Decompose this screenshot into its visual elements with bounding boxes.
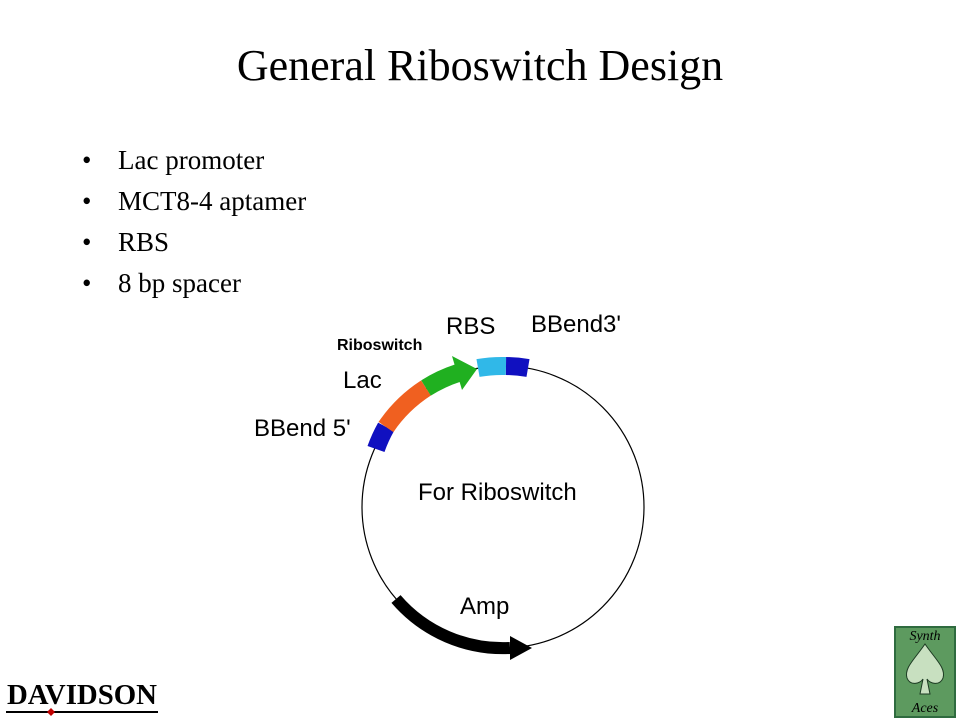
- bullet-item: • MCT8-4 aptamer: [82, 181, 306, 222]
- bullet-list: • Lac promoter • MCT8-4 aptamer • RBS • 8 bp…: [82, 140, 306, 304]
- bullet-text: 8 bp spacer: [118, 268, 241, 298]
- label-bbend3: BBend3': [531, 311, 621, 338]
- label-lac: Lac: [343, 367, 382, 394]
- label-bbend5: BBend 5': [254, 415, 351, 442]
- rbs-segment: [476, 356, 507, 377]
- center-label: For Riboswitch: [418, 479, 577, 506]
- bullet-icon: •: [82, 186, 92, 216]
- aces-logo-text: Aces: [911, 701, 939, 716]
- davidson-logo-text: DAVIDSON: [7, 679, 157, 711]
- slide-title: General Riboswitch Design: [236, 41, 724, 90]
- amp-arrow-body: [391, 595, 511, 655]
- synth-aces-logo: Synth Aces: [894, 626, 956, 718]
- davidson-logo: DAVIDSON: [6, 679, 158, 716]
- riboswitch-arrow-head: [452, 356, 477, 390]
- amp-arrow-head: [510, 636, 532, 660]
- bullet-icon: •: [82, 227, 92, 257]
- bullet-text: MCT8-4 aptamer: [118, 186, 307, 216]
- bullet-icon: •: [82, 145, 92, 175]
- bullet-text: Lac promoter: [118, 145, 265, 175]
- bullet-text: RBS: [118, 227, 170, 257]
- label-amp: Amp: [460, 593, 509, 620]
- synth-logo-text: Synth: [909, 629, 940, 644]
- lac-segment: [378, 380, 432, 433]
- spade-icon: [905, 643, 945, 695]
- bullet-item: • Lac promoter: [82, 140, 306, 181]
- riboswitch-arrow-body: [421, 364, 462, 396]
- label-rbs: RBS: [446, 313, 495, 340]
- bullet-item: • RBS: [82, 222, 306, 263]
- bbend5-segment: [367, 422, 394, 453]
- label-riboswitch: Riboswitch: [337, 337, 422, 354]
- bullet-icon: •: [82, 268, 92, 298]
- bullet-item: • 8 bp spacer: [82, 263, 306, 304]
- bbend3-segment: [505, 357, 530, 377]
